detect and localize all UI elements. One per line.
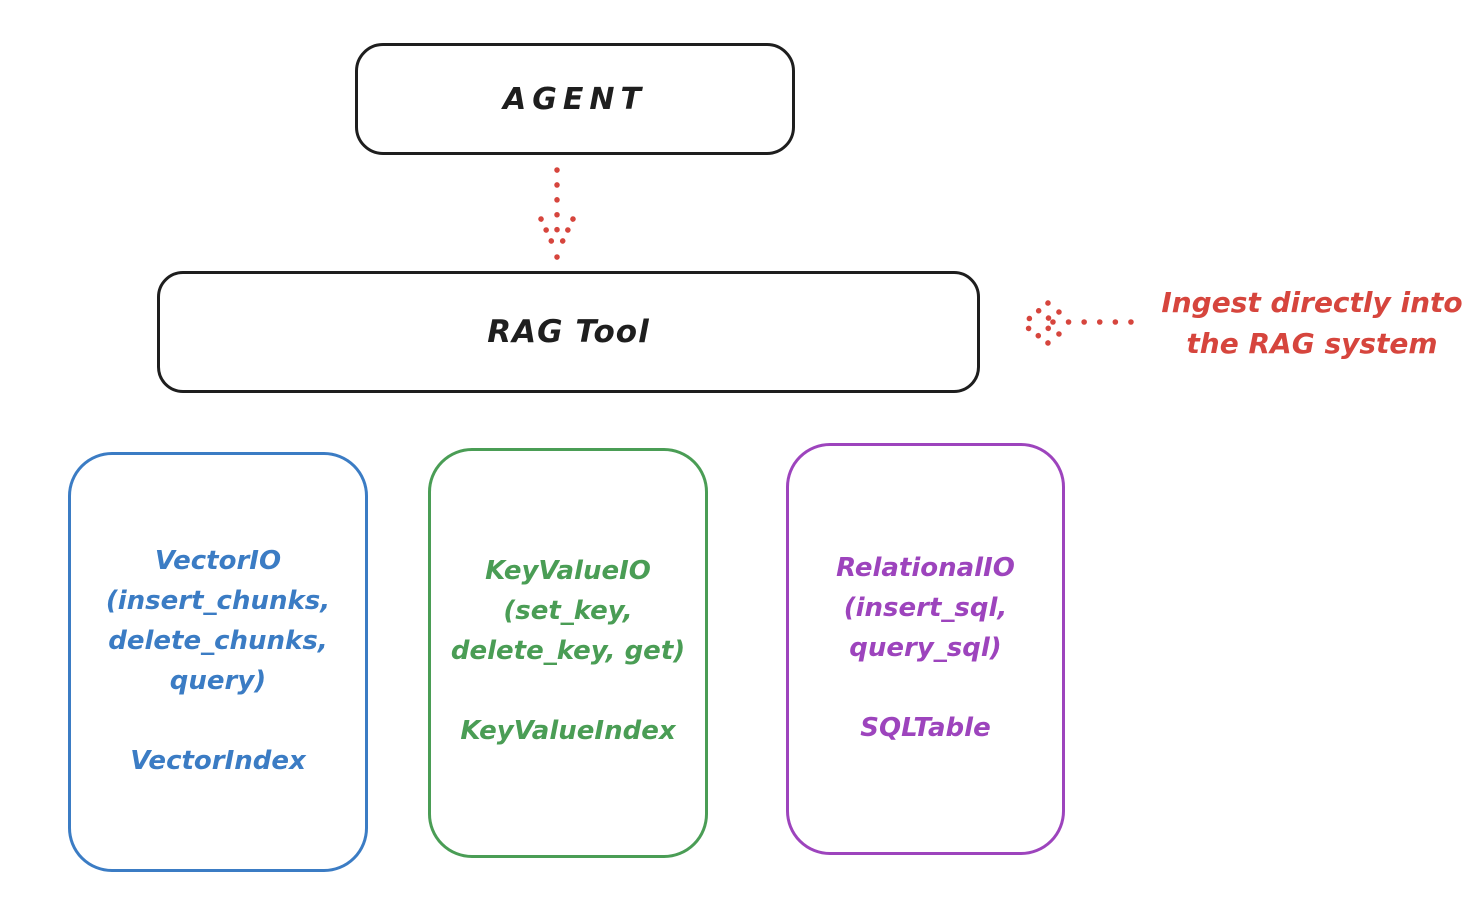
vector-io-title: VectorIO [154, 546, 282, 576]
agent-box: AGENT [355, 43, 795, 155]
vector-io-methods-line1: (insert_chunks, [105, 586, 331, 616]
ingest-annotation-arrow-head [1021, 300, 1062, 346]
agent-box-label: AGENT [503, 81, 647, 117]
ingest-annotation: Ingest directly into the RAG system [1140, 282, 1484, 364]
vector-io-methods-line2: delete_chunks, [108, 626, 328, 656]
keyvalue-index-label: KeyValueIndex [460, 716, 676, 746]
vector-io-methods-line3: query) [169, 666, 267, 696]
rag-tool-box: RAG Tool [157, 271, 980, 393]
relational-io-methods-line1: (insert_sql, [843, 593, 1008, 623]
relational-io-methods-line2: query_sql) [849, 633, 1002, 663]
ingest-annotation-line1: Ingest directly into [1161, 286, 1463, 319]
relational-io-title: RelationalIO [836, 553, 1015, 583]
keyvalue-io-box: KeyValueIO (set_key, delete_key, get) Ke… [428, 448, 708, 858]
sql-table-label: SQLTable [860, 713, 991, 743]
vector-io-box: VectorIO (insert_chunks, delete_chunks, … [68, 452, 368, 872]
rag-tool-box-label: RAG Tool [487, 314, 650, 350]
vector-index-label: VectorIndex [130, 746, 306, 776]
relational-io-box: RelationalIO (insert_sql, query_sql) SQL… [786, 443, 1065, 855]
keyvalue-io-methods-line1: (set_key, [503, 596, 633, 626]
ingest-annotation-line2: the RAG system [1186, 327, 1438, 360]
keyvalue-io-title: KeyValueIO [485, 556, 651, 586]
agent-to-ragtool-arrow-head [538, 216, 576, 260]
keyvalue-io-methods-line2: delete_key, get) [450, 636, 686, 666]
